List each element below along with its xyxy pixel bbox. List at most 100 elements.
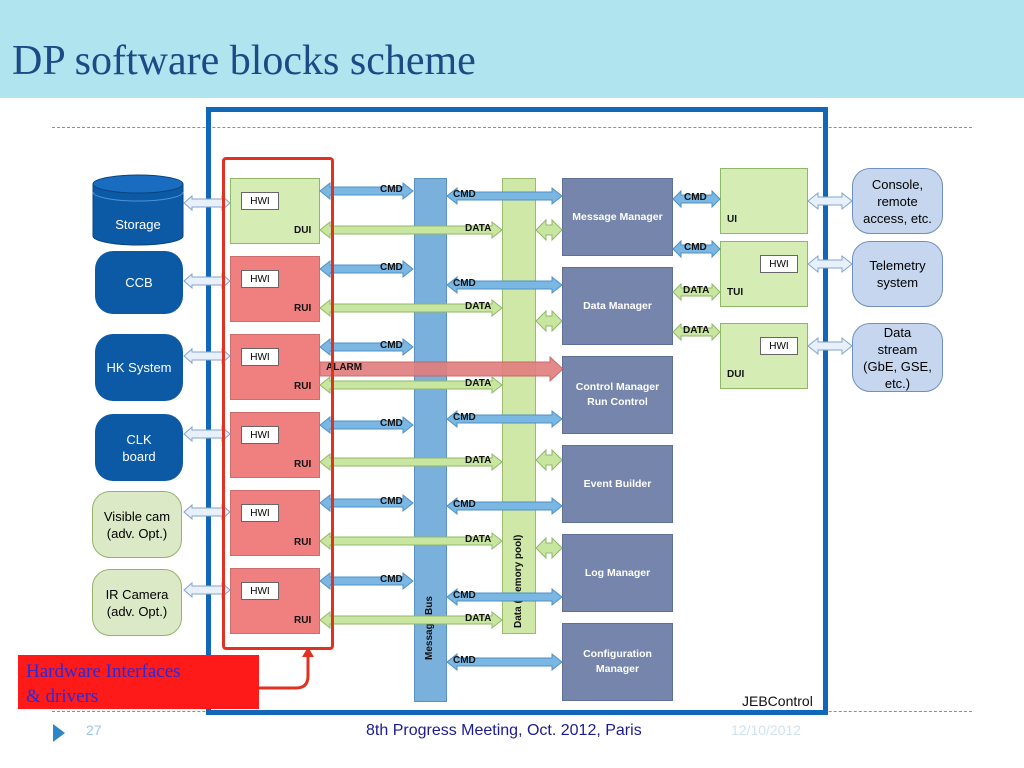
tui-label: TUI [727,287,744,298]
hardware-interfaces-highlight [222,157,334,650]
data-arrow-right [672,322,721,342]
cmd-label: CMD [684,192,707,203]
ui-box [720,168,808,234]
rui-box-clk [230,412,320,478]
pool-link [535,218,563,242]
hw-callout-arrowhead [302,647,314,657]
ext-link [183,581,231,599]
data-manager: Data Manager [562,267,673,345]
footer-date: 12/10/2012 [731,722,802,738]
cmd-label: CMD [380,496,403,507]
cmd-label: CMD [453,499,476,510]
cmd-arrow-left [319,415,414,435]
cmd-arrow-mgr [446,275,563,295]
data-label: DATA [465,378,492,389]
ir-camera-node: IR Camera (adv. Opt.) [92,569,182,636]
dui-label: DUI [294,225,312,236]
hwi-label: HWI [241,192,279,210]
cmd-arrow-left [319,259,414,279]
cmd-arrow-left [319,337,414,357]
hwi-label: HWI [241,348,279,366]
data-label: DATA [465,301,492,312]
cmd-arrow-right [672,189,721,209]
hardware-interfaces-label: Hardware Interfaces & drivers [18,655,259,709]
cmd-label: CMD [684,242,707,253]
cmd-label: CMD [380,418,403,429]
visible-cam-node: Visible cam (adv. Opt.) [92,491,182,558]
cmd-label: CMD [380,340,403,351]
hwi-label: HWI [241,270,279,288]
event-builder: Event Builder [562,445,673,523]
cmd-arrow-mgr [446,652,563,672]
data-arrow [319,531,503,551]
ext-link-right [807,191,853,211]
cmd-label: CMD [453,655,476,666]
alarm-label: ALARM [326,362,363,373]
rui-label: RUI [294,381,312,392]
ext-link-right [807,336,853,356]
configuration-manager: Configuration Manager [562,623,673,701]
cmd-arrow-right [672,239,721,259]
data-label: DATA [465,223,492,234]
data-arrow [319,375,503,395]
ui-label: UI [727,214,737,225]
pool-link [535,448,563,472]
memory-pool [502,178,536,634]
jebcontrol-label: JEBControl [742,693,813,709]
rui-box-visible [230,490,320,556]
data-label: DATA [465,455,492,466]
telemetry-node: Telemetry system [852,241,943,307]
hwi-label: HWI [760,255,798,273]
dui-box [230,178,320,244]
hwi-label: HWI [760,337,798,355]
cmd-label: CMD [453,189,476,200]
console-node: Console, remote access, etc. [852,168,943,234]
data-label: DATA [683,285,710,296]
data-stream-node: Data stream (GbE, GSE, etc.) [852,323,943,392]
cmd-label: CMD [453,412,476,423]
cmd-arrow-left [319,571,414,591]
rui-box-ccb [230,256,320,322]
cmd-label: CMD [380,574,403,585]
alarm-arrow [319,355,564,383]
message-bus [414,178,447,702]
divider-top [52,127,972,128]
ext-link-right [807,254,853,274]
data-arrow [319,610,503,630]
dui-label-right: DUI [727,369,745,380]
data-label: DATA [465,534,492,545]
cmd-arrow-left [319,181,414,201]
rui-label: RUI [294,459,312,470]
ext-link [183,425,231,443]
pool-link [535,536,563,560]
cmd-arrow-mgr [446,587,563,607]
data-arrow [319,220,503,240]
rui-label: RUI [294,615,312,626]
data-arrow [319,298,503,318]
hwi-label: HWI [241,426,279,444]
cmd-arrow-mgr [446,409,563,429]
ext-link [183,272,231,290]
cmd-arrow-left [319,493,414,513]
rui-box-hk [230,334,320,400]
data-arrow-right [672,282,721,302]
message-manager: Message Manager [562,178,673,256]
ext-link [183,347,231,365]
ext-link [183,194,231,212]
cmd-arrow-mgr [446,496,563,516]
clk-board-node: CLK board [95,414,183,481]
footer-meeting: 8th Progress Meeting, Oct. 2012, Paris [366,722,642,739]
hwi-label: HWI [241,582,279,600]
data-label: DATA [465,613,492,624]
pool-link [535,309,563,333]
rui-label: RUI [294,537,312,548]
ext-link [183,503,231,521]
cmd-arrow-mgr [446,186,563,206]
ccb-node: CCB [95,251,183,314]
page-number: 27 [86,722,102,738]
control-manager: Control Manager Run Control [562,356,673,434]
data-arrow [319,452,503,472]
hw-callout-arrow [259,654,310,690]
storage-label: Storage [115,216,161,232]
